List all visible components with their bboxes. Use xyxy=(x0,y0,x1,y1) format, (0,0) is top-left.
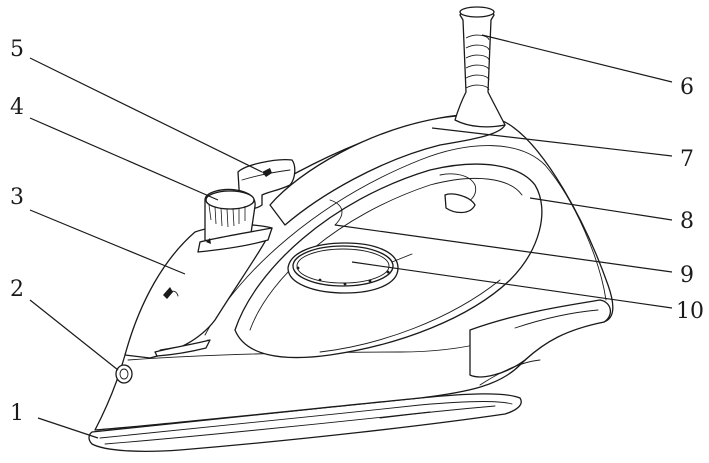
callout-10: 10 xyxy=(676,299,704,324)
leader-lines xyxy=(29,34,673,439)
callout-2: 2 xyxy=(10,277,24,302)
callout-9: 9 xyxy=(680,263,694,288)
callout-4: 4 xyxy=(10,95,24,120)
callout-6: 6 xyxy=(680,75,694,100)
callout-3: 3 xyxy=(10,185,24,210)
spray-nozzle xyxy=(115,364,133,384)
callout-7: 7 xyxy=(680,147,694,172)
steam-tube xyxy=(454,6,506,128)
handle xyxy=(269,114,506,226)
water-inlet xyxy=(287,242,413,294)
callout-labels: 1 2 3 4 5 6 7 8 9 10 xyxy=(10,37,704,426)
callout-1: 1 xyxy=(10,401,24,426)
front-panel xyxy=(124,224,273,359)
callout-5: 5 xyxy=(10,37,24,62)
temperature-dial xyxy=(197,188,273,253)
callout-8: 8 xyxy=(680,209,694,234)
